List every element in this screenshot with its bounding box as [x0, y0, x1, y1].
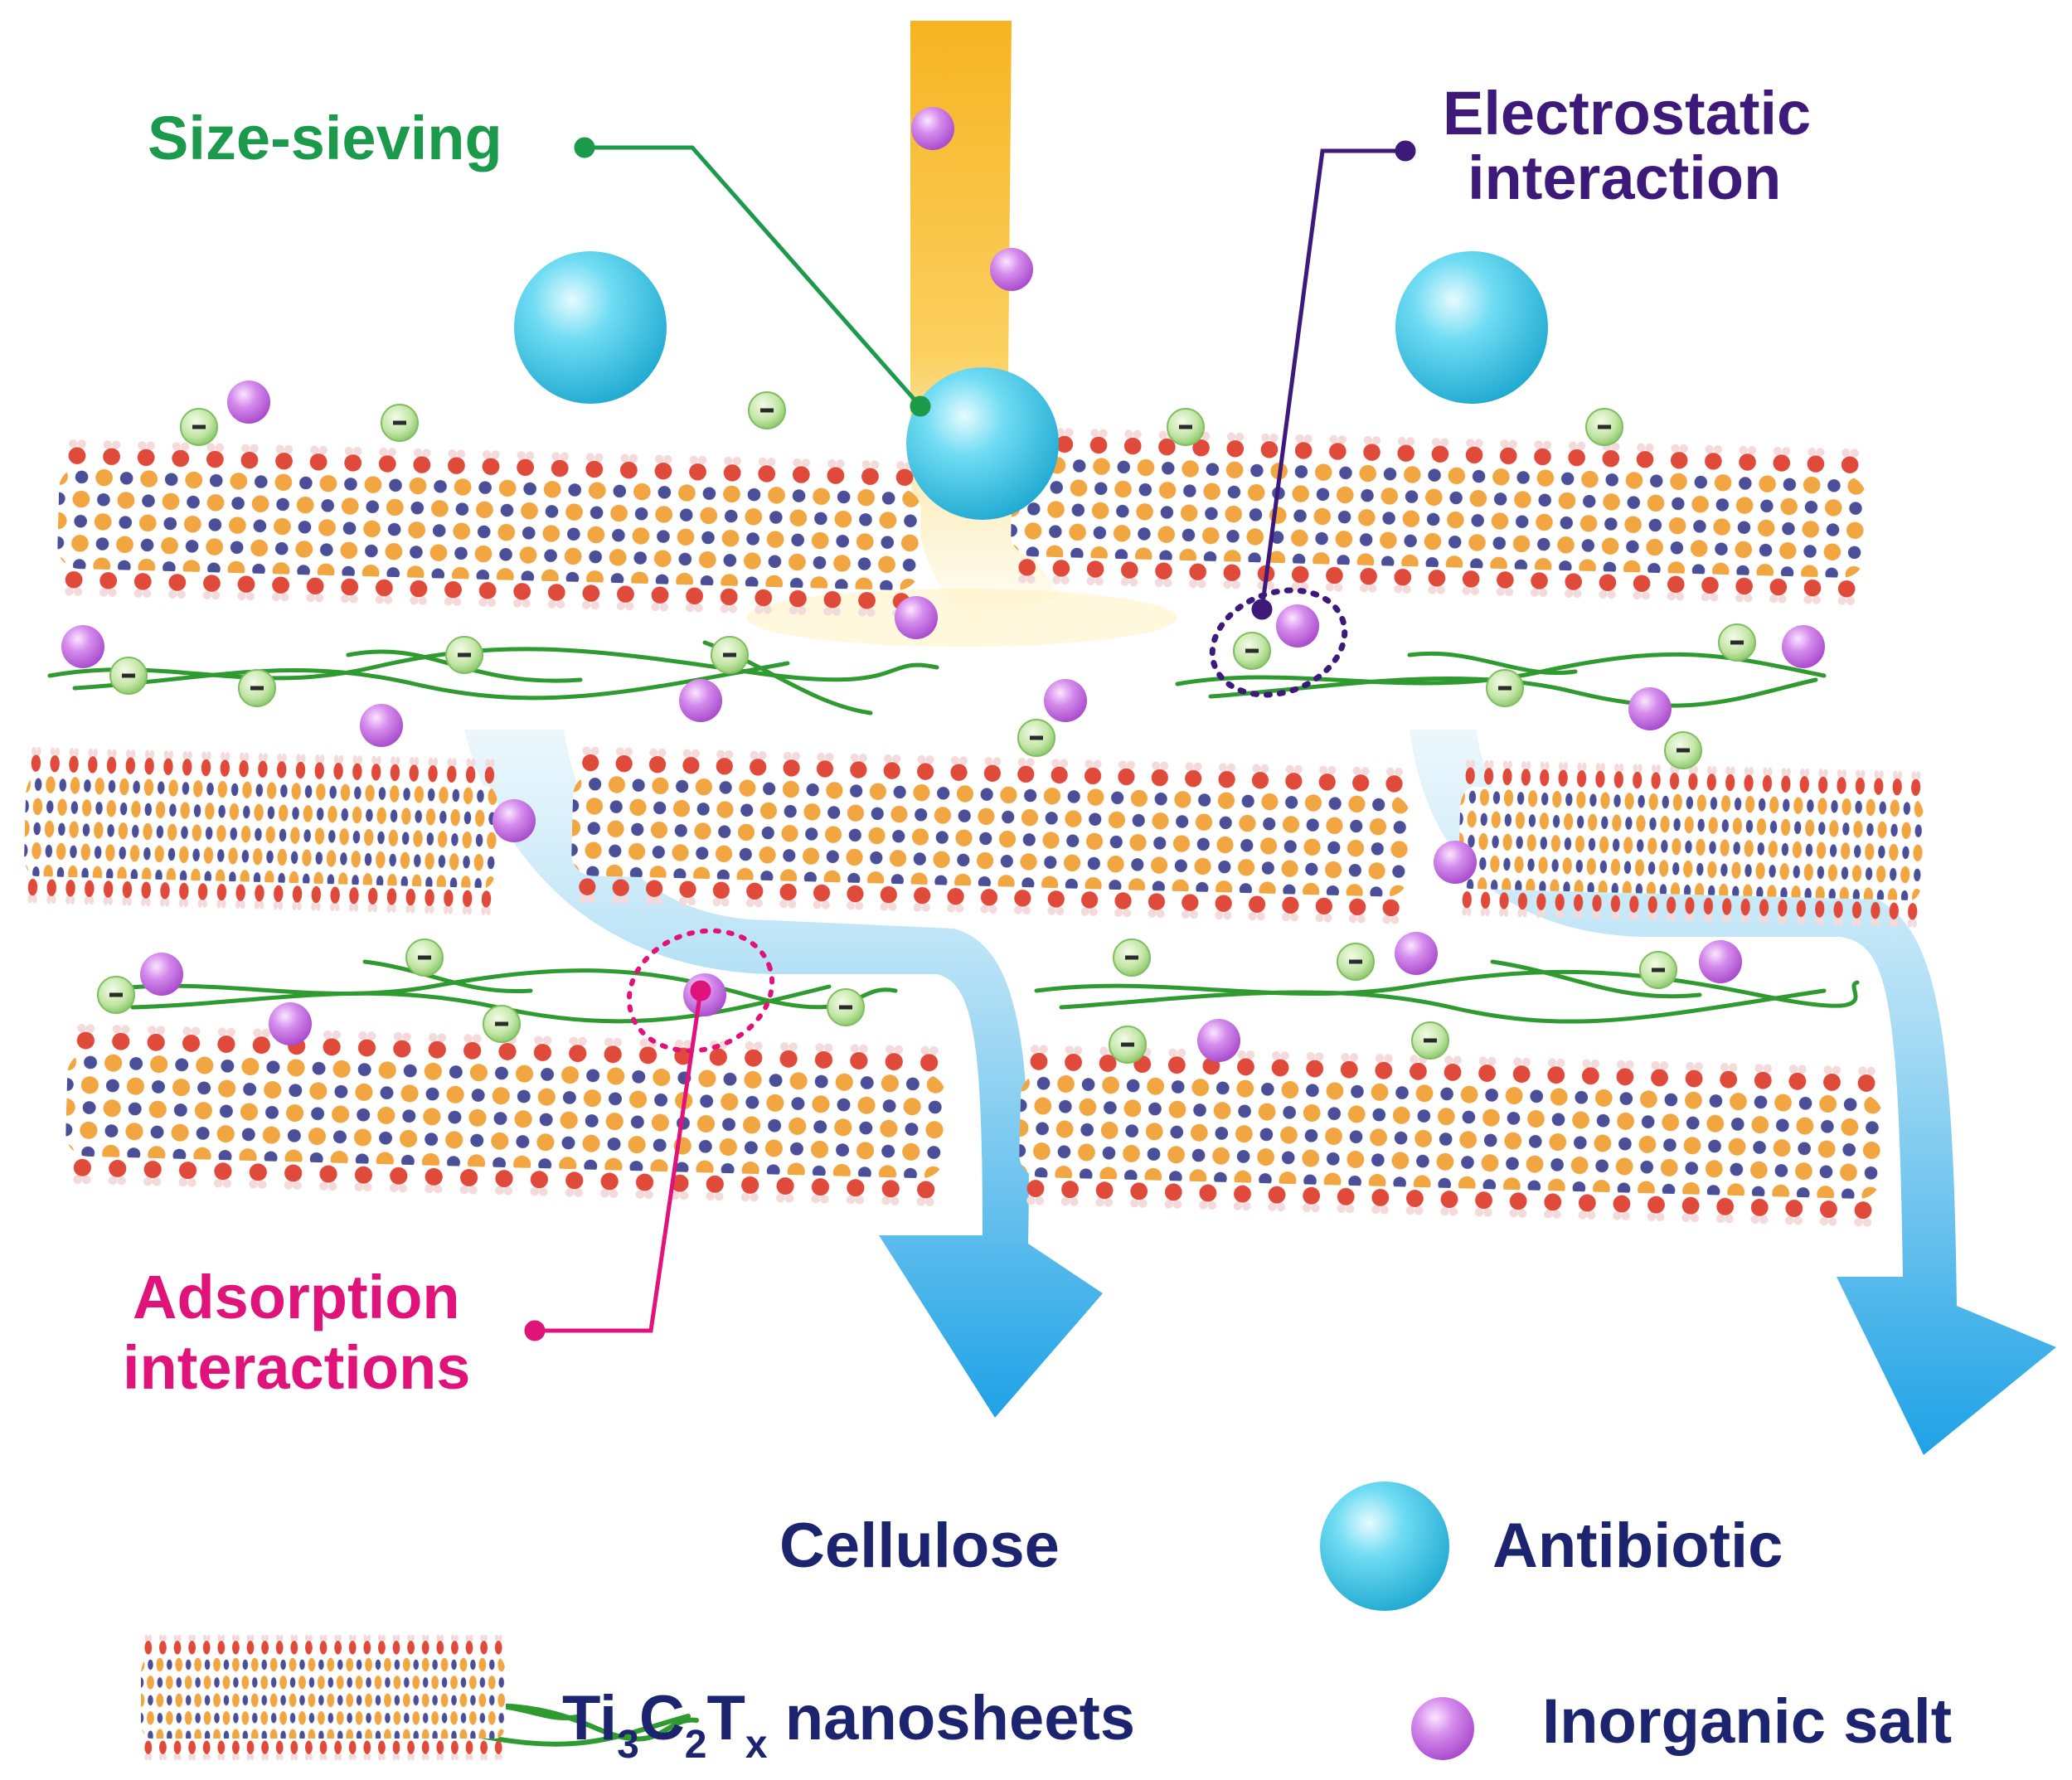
electrostatic-label-line1: Electrostatic [1443, 79, 1811, 148]
legend-antibiotic-swatch [1320, 1482, 1449, 1611]
legend-nanosheet-swatch [141, 1629, 506, 1766]
legend-nanosheets-label: Ti3C2Tx nanosheets [562, 1683, 1135, 1767]
legend-salt-swatch [1411, 1697, 1474, 1760]
adsorption-highlight [626, 928, 775, 1054]
adsorption-label-line2: interactions [123, 1333, 470, 1402]
adsorption-leader [524, 980, 711, 1341]
legend-inorganic-salt-label: Inorganic salt [1542, 1686, 1952, 1757]
size-sieving-leader [574, 137, 931, 417]
adsorption-label-line1: Adsorption [133, 1263, 460, 1331]
legend-antibiotic-label: Antibiotic [1492, 1511, 1783, 1581]
electrostatic-highlight [1209, 587, 1348, 698]
legend-cellulose-label: Cellulose [779, 1511, 1060, 1581]
electrostatic-label-line2: interaction [1468, 143, 1781, 212]
legend: Cellulose Antibiotic Ti3C2Tx nanosheets … [141, 1482, 1952, 1767]
size-sieving-label: Size-sieving [148, 104, 502, 172]
electrostatic-leader [1251, 140, 1416, 620]
antibiotic-molecules [514, 251, 1548, 520]
